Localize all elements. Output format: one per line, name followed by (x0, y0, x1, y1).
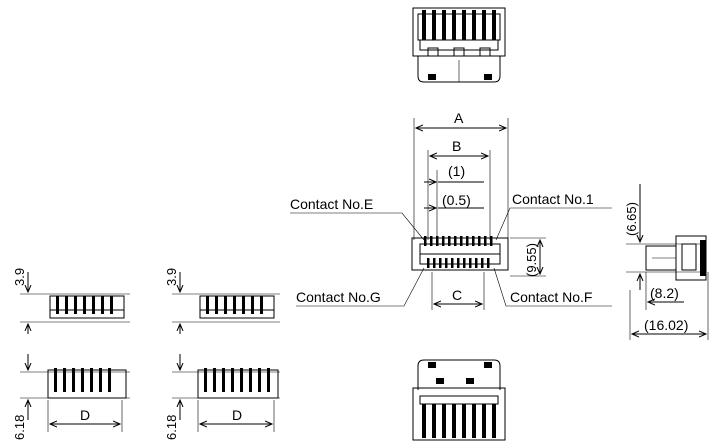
dimension-9-55-label: (9.55) (524, 243, 539, 277)
dimension-1-label: (1) (448, 163, 465, 179)
front-view-pins-bottom (427, 258, 490, 268)
dimension-16-02-label: (16.02) (644, 317, 688, 333)
dimension-0-5-label: (0.5) (442, 192, 471, 208)
dimension-8-2-label: (8.2) (650, 285, 679, 301)
dimension-3-9-left: 3.9 (12, 268, 27, 286)
dimension-3-9-right: 3.9 (164, 268, 179, 286)
left-views-1: 3.9 6.18 D (12, 268, 130, 440)
dimension-6-18-left: 6.18 (12, 415, 27, 440)
front-view-pins-top (424, 236, 493, 246)
side-view: (6.65) (8.2) (16.02) (624, 184, 709, 340)
front-view: A B (1) (0.5) (411, 110, 546, 310)
dimension-a-label: A (454, 110, 464, 126)
contact-labels: Contact No.E Contact No.1 Contact No.G C… (290, 191, 612, 307)
dimension-6-65-label: (6.65) (624, 202, 639, 236)
dimension-d-right: D (232, 407, 242, 423)
top-view-pins (422, 10, 496, 40)
bottom-view (412, 359, 506, 441)
dimension-6-18-right: 6.18 (164, 415, 179, 440)
left-views-2: 3.9 6.18 D (164, 268, 280, 440)
bottom-view-pins (422, 404, 496, 438)
dimension-b-label: B (452, 138, 461, 154)
dimension-d-left: D (80, 407, 90, 423)
contact-f-label: Contact No.F (510, 289, 592, 305)
contact-e-label: Contact No.E (290, 196, 373, 212)
dimension-c-label: C (452, 287, 462, 303)
top-view (412, 7, 506, 83)
contact-1-label: Contact No.1 (512, 191, 594, 207)
contact-g-label: Contact No.G (296, 289, 381, 305)
